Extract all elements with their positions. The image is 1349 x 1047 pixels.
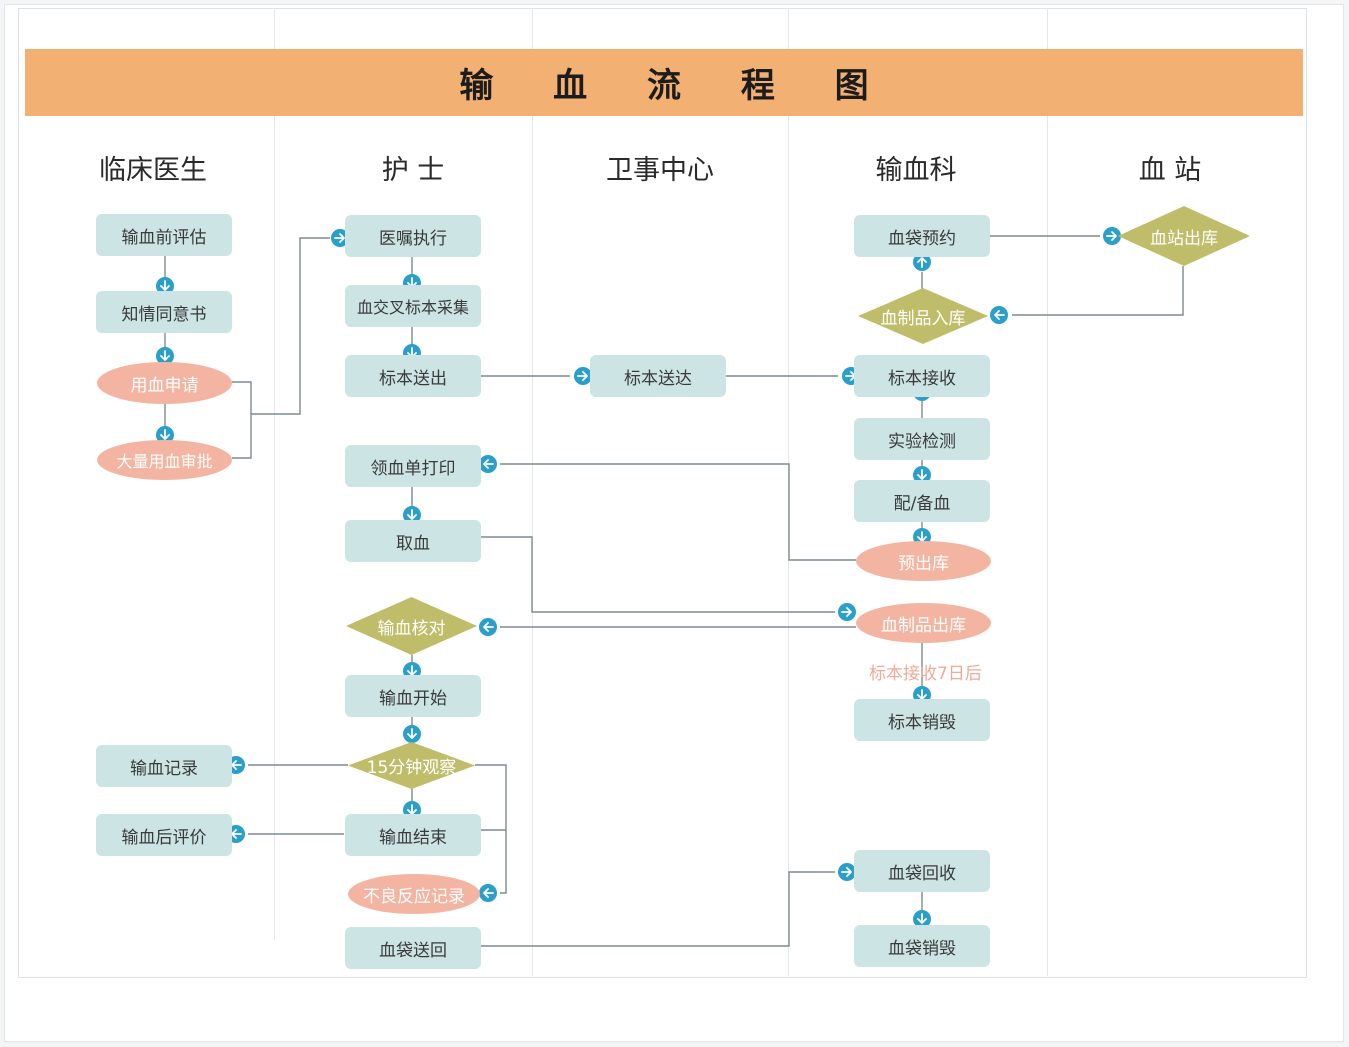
node-print-form: 领血单打印 — [345, 445, 481, 487]
node-post-eval: 输血后评价 — [96, 814, 232, 856]
node-apply: 用血申请 — [97, 362, 232, 404]
lane-header-blood-dept: 输血科 — [875, 155, 957, 186]
node-adverse: 不良反应记录 — [348, 874, 480, 914]
node-station-out: 血站出库 — [1118, 206, 1250, 266]
node-product-out: 血制品出库 — [856, 603, 991, 643]
node-bag-reserve: 血袋预约 — [854, 215, 990, 257]
node-bag-return: 血袋送回 — [345, 927, 481, 969]
lane-header-nurse: 护 士 — [381, 155, 445, 186]
lane-divider — [274, 8, 275, 940]
node-product-in-label: 血制品入库 — [880, 308, 966, 329]
diagram-title: 输 血 流 程 图 — [459, 66, 893, 106]
node-sample-send-out: 标本送出 — [345, 355, 481, 397]
node-sample-receive: 标本接收 — [854, 355, 990, 397]
lane-header-blood-station: 血 站 — [1138, 155, 1202, 186]
node-sample-collect: 血交叉标本采集 — [345, 285, 481, 327]
node-pre-eval: 输血前评估 — [96, 214, 232, 256]
node-station-out-label: 血站出库 — [1150, 228, 1218, 249]
node-big-approve: 大量用血审批 — [97, 440, 232, 480]
diamond-shape — [346, 597, 477, 655]
lane-divider — [1047, 8, 1048, 976]
node-observe15-label: 15分钟观察 — [366, 758, 457, 778]
node-record: 输血记录 — [96, 745, 232, 787]
lane-divider — [532, 8, 533, 976]
title-bar: 输 血 流 程 图 — [25, 49, 1303, 116]
node-sample-deliver: 标本送达 — [590, 355, 726, 397]
node-sample-destroy: 标本销毁 — [854, 699, 990, 741]
node-verify-label: 输血核对 — [377, 618, 446, 639]
node-consent: 知情同意书 — [96, 291, 232, 333]
node-order-exec: 医嘱执行 — [345, 215, 481, 257]
node-lab-test: 实验检测 — [854, 418, 990, 460]
node-match: 配/备血 — [854, 480, 990, 522]
node-start: 输血开始 — [345, 675, 481, 717]
lane-header-center: 卫事中心 — [606, 155, 714, 186]
diamond-shape — [348, 742, 475, 789]
node-pre-out: 预出库 — [856, 541, 991, 581]
node-verify: 输血核对 — [346, 597, 477, 655]
node-finish: 输血结束 — [345, 814, 481, 856]
node-take-blood: 取血 — [345, 520, 481, 562]
diamond-shape — [1118, 206, 1250, 266]
note-sample-7days: 标本接收7日后 — [869, 664, 982, 684]
diamond-shape — [858, 288, 988, 344]
diagram-frame — [18, 8, 1307, 978]
node-bag-recycle: 血袋回收 — [854, 850, 990, 892]
node-observe15: 15分钟观察 — [348, 742, 475, 789]
lane-header-doctor: 临床医生 — [99, 155, 207, 186]
node-bag-destroy: 血袋销毁 — [854, 925, 990, 967]
node-product-in: 血制品入库 — [858, 288, 988, 344]
